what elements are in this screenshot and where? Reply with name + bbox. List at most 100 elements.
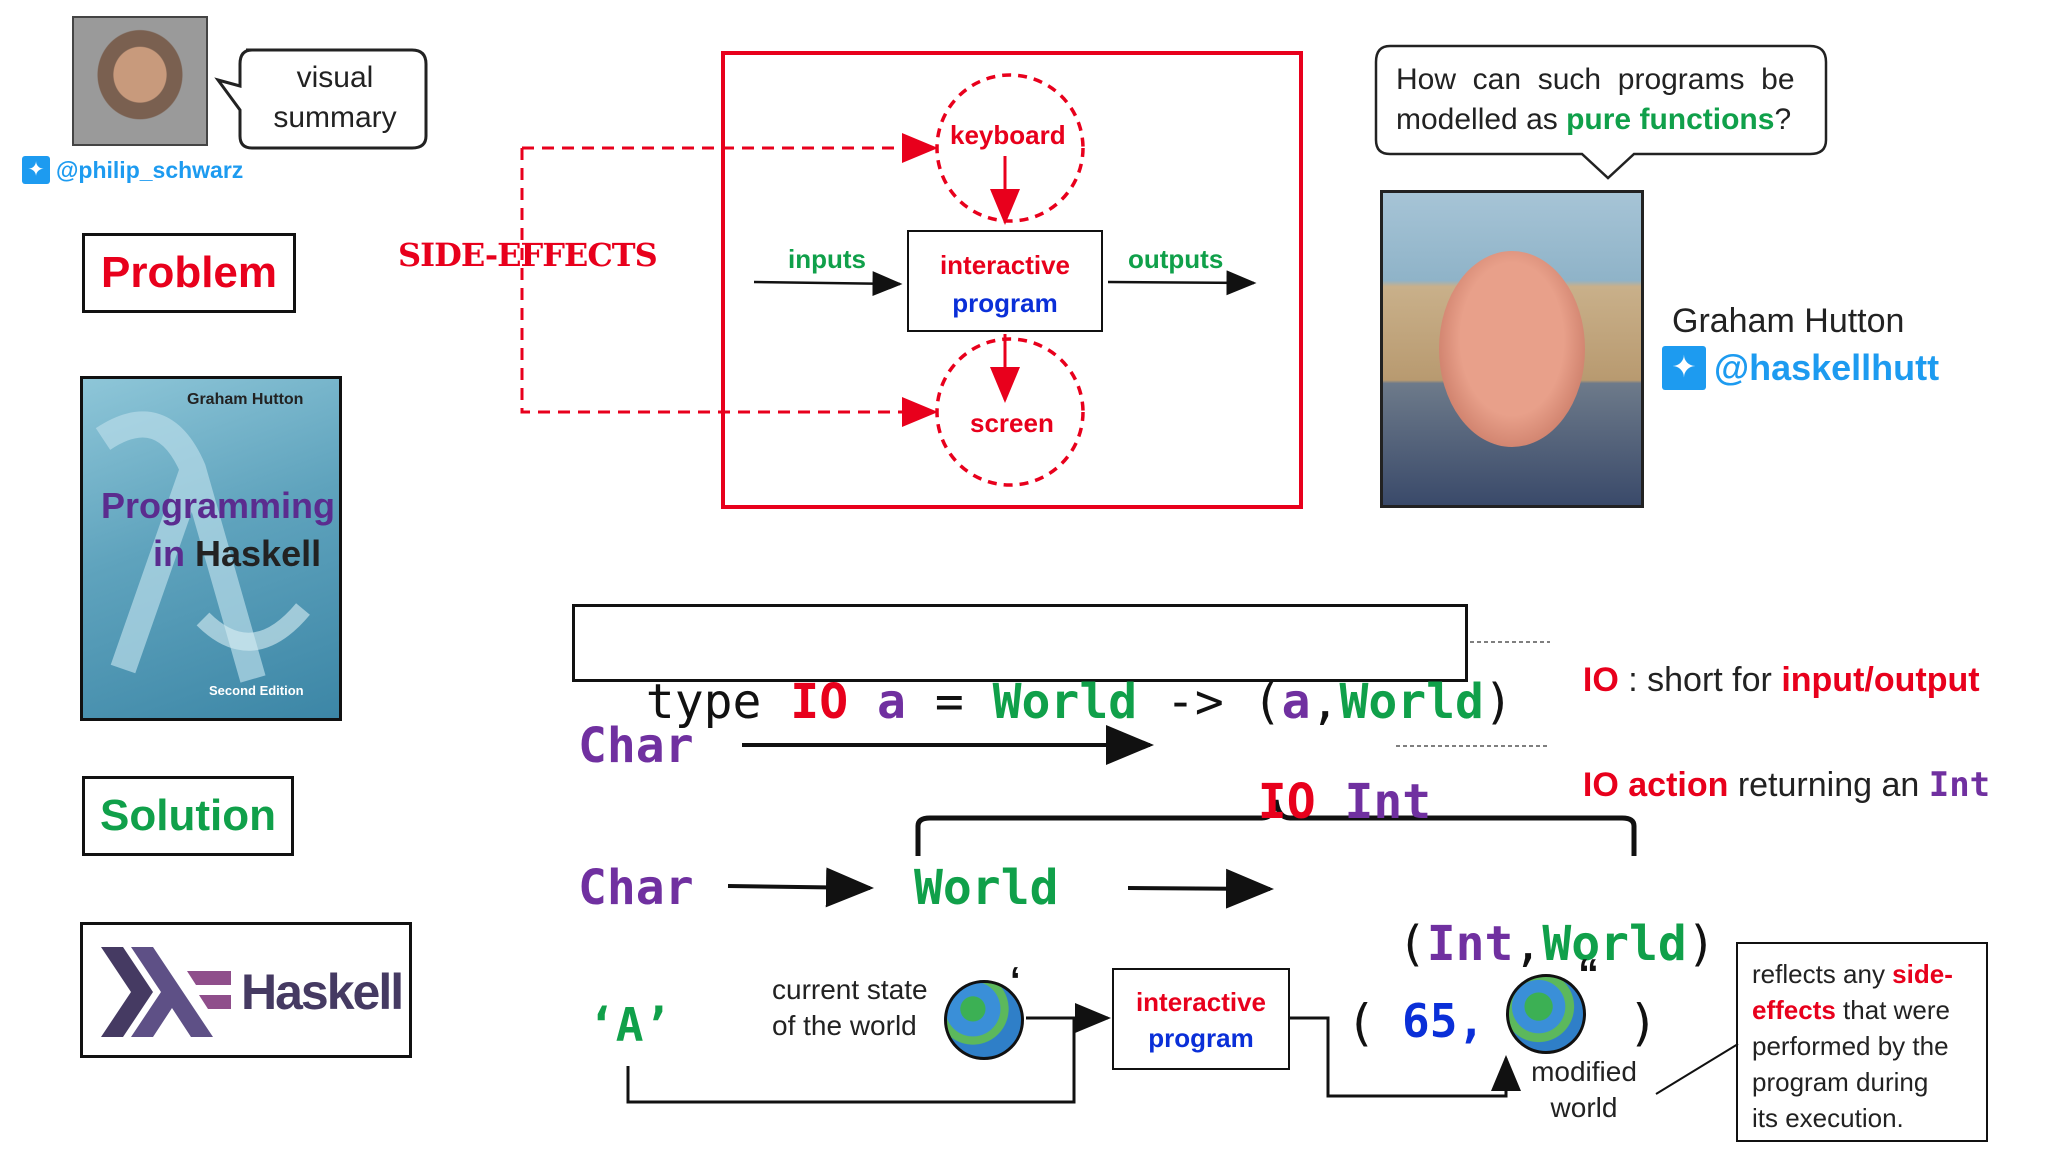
- reflect-line1: reflects any side-: [1752, 956, 1972, 992]
- twitter-icon: ✦: [22, 156, 50, 184]
- type-lparen: (: [1252, 674, 1282, 730]
- program-line2: program: [952, 288, 1058, 318]
- question-bubble: [1374, 44, 1828, 180]
- type-a2: a: [1281, 674, 1311, 730]
- row2-arrow1: [727, 867, 874, 908]
- author-photo: [72, 16, 208, 146]
- type-eq: =: [934, 674, 964, 730]
- row3-program-box: interactive program: [1112, 968, 1290, 1070]
- author-handle-text: @philip_schwarz: [56, 156, 244, 183]
- row3-prog-line1: interactive: [1135, 987, 1267, 1017]
- state-line2: of the world: [772, 1010, 917, 1041]
- type-world: World: [992, 674, 1138, 730]
- twitter-icon: ✦: [1662, 346, 1706, 390]
- row1-io-int: IO Int: [1200, 718, 1431, 830]
- hutton-photo: [1380, 190, 1644, 508]
- program-box: [907, 230, 1103, 332]
- modified-line1: modified: [1531, 1056, 1637, 1087]
- row3-num: 65,: [1402, 994, 1486, 1048]
- row3-lparen: (: [1346, 994, 1377, 1052]
- book-author: Graham Hutton: [187, 391, 304, 408]
- solution-label: Solution: [100, 791, 276, 840]
- question-highlight: pure functions: [1566, 103, 1775, 136]
- row2-world-result: World: [1542, 916, 1687, 972]
- side-effects-label: SIDE-EFFECTS: [398, 236, 658, 274]
- row2-int: Int: [1426, 916, 1514, 972]
- book-title-line2: in Haskell: [153, 533, 321, 575]
- book-cover: Graham Hutton Programming in Haskell Sec…: [80, 376, 342, 721]
- hutton-face: [1439, 251, 1585, 447]
- row3-rparen: ): [1628, 994, 1659, 1052]
- screen-label: screen: [970, 408, 1054, 438]
- type-def-box: [572, 604, 1468, 682]
- reflect-suffix: that were: [1835, 995, 1950, 1025]
- row1-io: IO: [1257, 774, 1316, 830]
- io-diagram: [520, 51, 1303, 509]
- keyboard-label: keyboard: [950, 120, 1066, 150]
- speech-bubble: [214, 48, 428, 150]
- diagram-frame: [721, 51, 1303, 509]
- row3-feed-line: [626, 1018, 1076, 1104]
- reflect-hl2: effects: [1752, 995, 1836, 1025]
- globe-quote2: “: [1578, 950, 1599, 997]
- modified-world: modified world: [1522, 1054, 1646, 1126]
- row3-out-line: [1290, 1016, 1521, 1098]
- row3-state: current state of the world: [772, 972, 928, 1044]
- hutton-name: Graham Hutton: [1672, 302, 1905, 340]
- row2-rparen: ): [1686, 916, 1716, 972]
- state-line1: current state: [772, 974, 928, 1005]
- type-def-code: type IO a = World -> (a,World): [588, 612, 1513, 732]
- type-io: IO: [790, 674, 849, 730]
- screen-circle: [935, 337, 1085, 487]
- globe-quote1: ‘: [1010, 960, 1021, 1002]
- reflect-line3: performed by the: [1752, 1031, 1949, 1061]
- row1-int: Int: [1344, 774, 1432, 830]
- row3-prog-line2: program: [1148, 1023, 1254, 1053]
- problem-label: Problem: [100, 248, 278, 297]
- author-handle[interactable]: ✦ @philip_schwarz: [22, 154, 243, 186]
- diagram-program-text: interactive program: [908, 246, 1102, 322]
- reflect-note-box: reflects any side- effects that were per…: [1736, 942, 1988, 1142]
- question-prefix: modelled as: [1396, 103, 1567, 136]
- globe-icon: [944, 980, 1024, 1060]
- question-text: How can such programs be modelled as pur…: [1396, 60, 1816, 140]
- action-note-mid: returning an: [1728, 766, 1929, 804]
- haskell-logo-text: Haskell: [241, 964, 404, 1020]
- row2-char: Char: [578, 860, 694, 916]
- speech-line-1: visual: [296, 61, 374, 94]
- hutton-handle[interactable]: ✦ @haskellhutt: [1662, 346, 1939, 390]
- modified-line2: world: [1550, 1092, 1618, 1123]
- type-world2: World: [1339, 674, 1484, 730]
- brace: [915, 799, 1637, 856]
- action-note-int: Int: [1928, 765, 1991, 805]
- haskell-logo-icon: [101, 947, 231, 1037]
- program-line1: interactive: [939, 250, 1071, 280]
- type-keyword: type: [645, 674, 762, 730]
- hutton-handle-text: @haskellhutt: [1714, 347, 1940, 388]
- type-comma: ,: [1310, 674, 1340, 730]
- book-title-line1: Programming: [101, 485, 336, 526]
- reflect-hl1: side-: [1892, 959, 1953, 989]
- reflect-line2: effects that were: [1752, 992, 1972, 1028]
- type-a: a: [877, 674, 906, 730]
- book-edition: Second Edition: [209, 683, 304, 698]
- lambda-graphic: [95, 411, 310, 683]
- row2-comma: ,: [1513, 916, 1543, 972]
- solution-box: Solution: [82, 776, 294, 856]
- action-note: IO action returning an Int: [1564, 726, 1990, 805]
- speech-line-2: summary: [273, 101, 397, 134]
- type-arrow: ->: [1166, 674, 1224, 730]
- io-note-label: IO: [1582, 661, 1619, 699]
- reflect-line5: its execution.: [1752, 1103, 1904, 1133]
- row2-arrow2: [1127, 868, 1274, 909]
- inputs-label: inputs: [788, 244, 866, 274]
- book-title-in: in: [153, 533, 185, 574]
- question-suffix: ?: [1774, 103, 1792, 136]
- globe-icon-2: [1506, 974, 1586, 1054]
- speech-text: visual summary: [242, 58, 428, 138]
- io-note-full: input/output: [1781, 661, 1980, 699]
- type-rparen: ): [1483, 674, 1513, 730]
- io-note: IO : short for input/output: [1564, 622, 1980, 700]
